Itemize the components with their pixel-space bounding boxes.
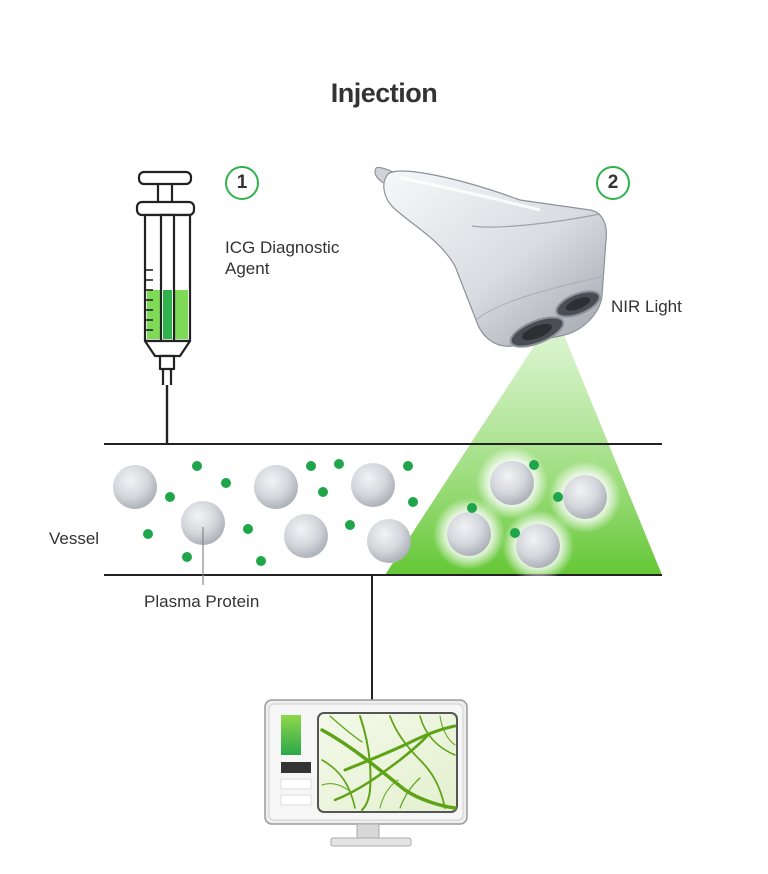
glowing-protein <box>447 512 491 556</box>
syringe-icon <box>135 170 196 444</box>
icg-particle <box>403 461 413 471</box>
icg-particle <box>143 529 153 539</box>
step-2-number: 2 <box>607 172 619 193</box>
icg-particle <box>165 492 175 502</box>
icg-particle <box>182 552 192 562</box>
plasma-proteins <box>113 463 411 563</box>
step-1-number: 1 <box>236 172 248 193</box>
icg-label: ICG Diagnostic Agent <box>225 237 339 279</box>
diagram-title: Injection <box>330 78 438 108</box>
icg-particle <box>408 497 418 507</box>
vessel-label: Vessel <box>49 529 100 548</box>
icg-particle <box>221 478 231 488</box>
plasma-protein <box>113 465 157 509</box>
icg-particle <box>243 524 253 534</box>
monitor-icon <box>264 699 468 847</box>
plasma-protein <box>181 501 225 545</box>
plasma-protein-label: Plasma Protein <box>144 592 260 611</box>
glowing-protein <box>490 461 534 505</box>
plasma-protein <box>284 514 328 558</box>
icg-particle <box>510 528 520 538</box>
icg-particle <box>553 492 563 502</box>
icg-particle <box>256 556 266 566</box>
icg-particle <box>345 520 355 530</box>
icg-particle <box>192 461 202 471</box>
icg-label-line2: Agent <box>225 259 270 278</box>
glowing-proteins <box>433 447 621 582</box>
plasma-protein <box>367 519 411 563</box>
plasma-protein <box>254 465 298 509</box>
plasma-protein <box>351 463 395 507</box>
icg-particle <box>334 459 344 469</box>
icg-particle <box>306 461 316 471</box>
step-1-badge: 1 <box>225 166 259 200</box>
icg-particle <box>318 487 328 497</box>
icg-particle <box>529 460 539 470</box>
nir-camera-icon <box>374 167 607 348</box>
step-2-badge: 2 <box>596 166 630 200</box>
glowing-protein <box>516 524 560 568</box>
icg-label-line1: ICG Diagnostic <box>225 238 340 257</box>
glowing-protein <box>563 475 607 519</box>
icg-particle <box>467 503 477 513</box>
icg-particles <box>143 459 563 566</box>
nir-light-label: NIR Light <box>611 297 682 316</box>
